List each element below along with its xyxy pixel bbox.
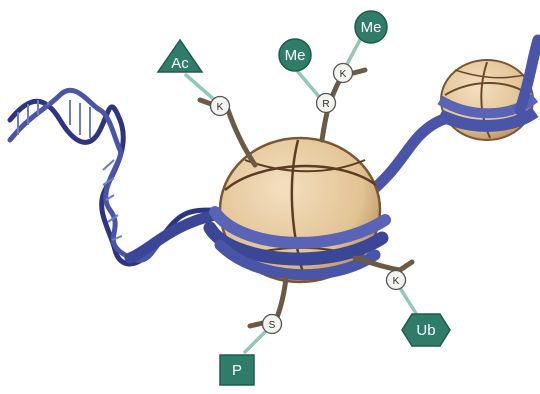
acetyl-label: Ac <box>171 55 189 72</box>
ubiquitin-tag: Ub <box>402 314 450 346</box>
phospho-tag: P <box>220 355 254 385</box>
residue-k-acetyl: K <box>211 97 230 116</box>
residue-label: K <box>217 102 224 113</box>
residue-label: K <box>393 276 400 287</box>
phospho-label: P <box>232 362 242 379</box>
methyl-tag-1: Me <box>279 39 311 71</box>
methyl-label: Me <box>285 47 306 64</box>
residue-k-methyl: K <box>334 64 353 83</box>
residue-label: K <box>340 69 347 80</box>
residue-label: S <box>269 320 276 331</box>
residue-label: R <box>322 99 329 110</box>
ubiquitin-label: Ub <box>416 322 435 339</box>
residue-s-phospho: S <box>263 315 282 334</box>
methyl-label: Me <box>361 19 382 36</box>
residue-r-methyl: R <box>317 94 336 113</box>
dna-double-helix <box>10 90 215 264</box>
acetyl-tag: Ac <box>158 40 202 72</box>
residue-k-ubiquitin: K <box>387 271 406 290</box>
methyl-tag-2: Me <box>355 11 387 43</box>
